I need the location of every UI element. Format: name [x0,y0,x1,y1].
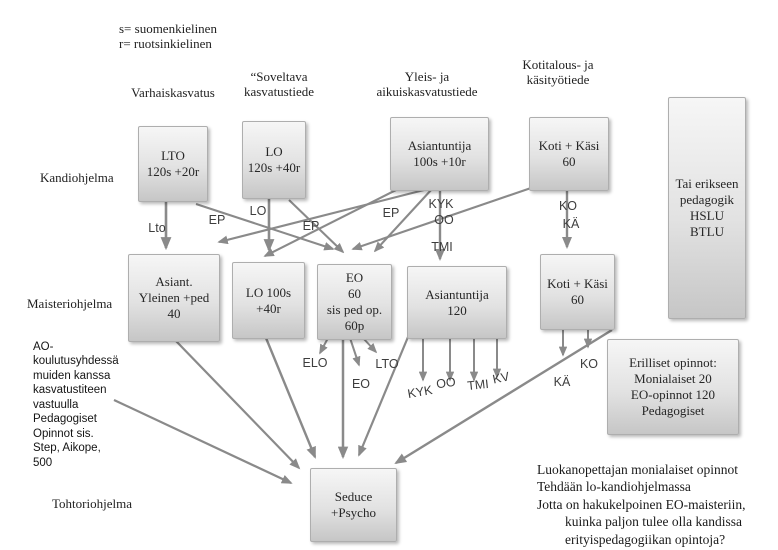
row-label-tohtoriohjelma: Tohtoriohjelma [52,496,132,511]
bottom-right-note: Luokanopettajan monialaiset opinnot Tehd… [537,461,767,548]
box-tai-erikseen: Tai erikseen pedagogik HSLU BTLU [668,97,746,319]
box-tai-erikseen-label: Tai erikseen pedagogik HSLU BTLU [675,176,739,239]
box-koti-kasi-kandi-label: Koti + Käsi 60 [538,138,600,169]
box-eo-label: EO 60 sis ped op. 60p [326,270,383,333]
ao-koulutus-note: AO- koulutusyhdessä muiden kanssa kasvat… [33,341,119,469]
column-header-yleis: Yleis- ja aikuiskasvatustiede [376,69,478,100]
box-koti-kasi-60-label: Koti + Käsi 60 [547,276,608,307]
arrow-label-elo-out: ELO [302,356,328,370]
box-koti-kasi-kandi: Koti + Käsi 60 [529,117,609,191]
box-asiantuntija-kandi-label: Asiantuntija 100s +10r [407,138,472,169]
arrow-label-ep-1: EP [208,213,226,227]
arrow-label-kyk: KYK [428,197,454,211]
arrow-label-oo: OO [434,213,454,227]
bottom-note-line-4: kuinka paljon tulee olla kandissa [565,514,742,530]
row-label-kandiohjelma: Kandiohjelma [40,170,114,185]
box-seduce-psycho-label: Seduce +Psycho [331,489,376,520]
box-asiantuntija-120: Asiantuntija 120 [407,266,507,339]
box-koti-kasi-60: Koti + Käsi 60 [540,254,615,330]
arrow-label-ka: KÄ [562,217,580,231]
box-eo: EO 60 sis ped op. 60p [317,264,392,340]
box-lo-kandi-label: LO 120s +40r [247,144,301,175]
column-header-soveltava: “Soveltava kasvatustiede [243,69,315,100]
bottom-note-line-5: erityispedagogiikan opintoja? [565,531,726,547]
box-erilliset-opinnot: Erilliset opinnot: Monialaiset 20 EO-opi… [607,339,739,435]
language-legend: s= suomenkielinen r= ruotsinkielinen [119,21,217,52]
column-header-kotitalous: Kotitalous- ja käsityötiede [522,57,594,88]
arrow-label-ep-3: EP [382,206,400,220]
arrow-label-tmi-out: TMI [466,376,490,394]
column-header-varhaiskasvatus: Varhaiskasvatus [131,85,215,100]
arrow-label-eo-out: EO [351,377,371,391]
box-seduce-psycho: Seduce +Psycho [310,468,397,542]
box-lo-100s-label: LO 100s +40r [245,284,292,316]
box-lo-100s: LO 100s +40r [232,262,305,339]
arrow-label-ep-2: EP [302,219,320,233]
box-lto-kandi-label: LTO 120s +20r [146,148,200,179]
arrow-label-oo-out: OO [435,374,457,392]
arrow-label-lto-out: LTO [375,357,399,371]
box-erilliset-opinnot-label: Erilliset opinnot: Monialaiset 20 EO-opi… [629,355,717,418]
bottom-note-line-2: Tehdään lo-kandiohjelmassa [537,479,691,495]
bottom-note-line-1: Luokanopettajan monialaiset opinnot [537,462,738,477]
arrow-label-lto: Lto [148,221,166,235]
box-asiantuntija-kandi: Asiantuntija 100s +10r [390,117,489,191]
box-lto-kandi: LTO 120s +20r [138,126,208,202]
box-lo-kandi: LO 120s +40r [242,121,306,199]
arrow-label-ko: KO [558,199,578,213]
box-asiantuntija-120-label: Asiantuntija 120 [425,286,489,318]
row-label-maisteriohjelma: Maisteriohjelma [27,296,113,311]
box-asiant-yleinen-label: Asiant. Yleinen +ped 40 [138,274,210,321]
bottom-note-line-3: Jotta on hakukelpoinen EO-maisteriin, [537,496,746,512]
arrow-label-ka-out: KÄ [553,375,571,389]
box-asiant-yleinen: Asiant. Yleinen +ped 40 [128,254,220,342]
arrow-label-ko-out: KO [579,357,599,371]
arrow-label-lo: LO [249,204,267,218]
arrow-label-tmi: TMI [431,240,453,254]
